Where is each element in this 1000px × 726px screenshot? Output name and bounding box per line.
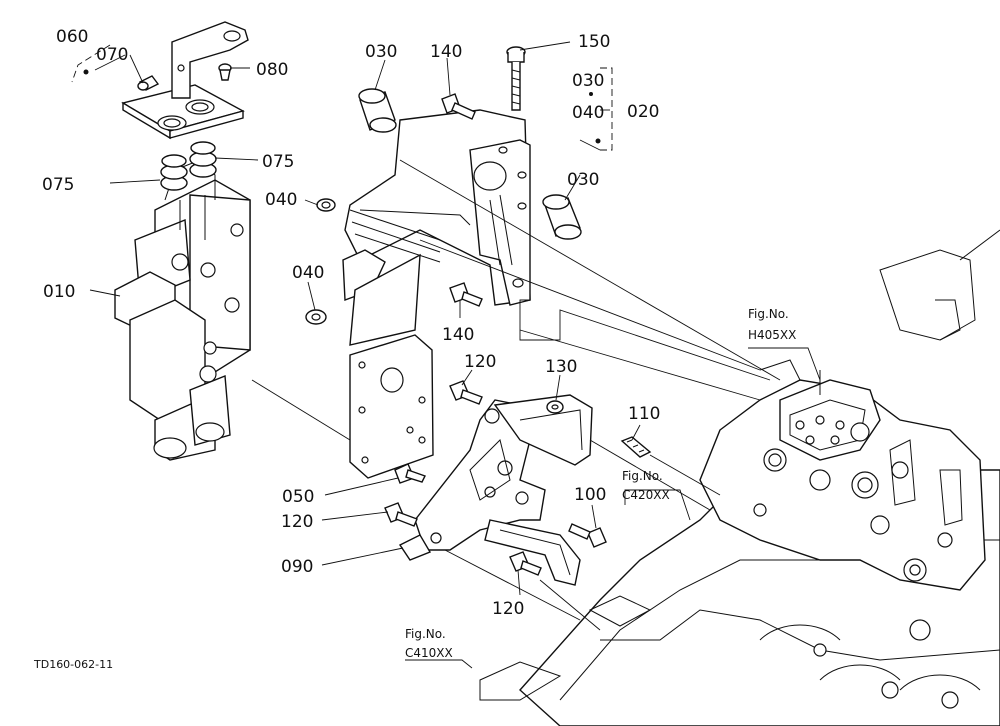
set-bracket-060 <box>71 44 111 83</box>
callout-070: 070 <box>96 45 128 65</box>
figure-ref-number: H405XX <box>748 328 796 342</box>
callout-060: 060 <box>56 27 88 47</box>
figure-ref-number: C420XX <box>622 488 670 502</box>
bolt-050 <box>394 463 426 484</box>
callout-040-set: 040 <box>572 103 604 123</box>
callout-140-lower: 140 <box>442 325 474 345</box>
valve-body-h405 <box>699 359 986 591</box>
callout-120-top: 120 <box>464 352 496 372</box>
callout-labels: 060 070 080 075 075 010 030 140 150 030 … <box>42 27 660 619</box>
figure-ref-h405: Fig.No. H405XX <box>748 307 796 342</box>
seal-075-left <box>160 154 188 191</box>
bracket-arm-lower <box>484 519 581 586</box>
bolt-120-top <box>449 380 483 405</box>
bolt-140-upper <box>441 93 476 120</box>
bracket-arm-upper <box>493 394 593 466</box>
callout-075-right: 075 <box>262 152 294 172</box>
callout-050: 050 <box>282 487 314 507</box>
collar-040-lower <box>305 309 327 325</box>
bolt-120-left <box>384 502 418 527</box>
callout-110: 110 <box>628 404 660 424</box>
bolt-100 <box>568 523 607 548</box>
assembly-lines <box>251 139 781 631</box>
bracket-090 <box>398 399 546 561</box>
collar-040-upper <box>316 198 336 212</box>
callout-020: 020 <box>627 102 659 122</box>
bracket-020 <box>342 109 531 346</box>
callout-075-left: 075 <box>42 175 74 195</box>
plate-060 <box>121 21 249 140</box>
figure-ref-c420: Fig.No. C420XX <box>622 469 670 502</box>
drawing-code: TD160-062-11 <box>33 658 113 671</box>
control-valve-010 <box>114 159 251 461</box>
bolt-150 <box>506 46 526 111</box>
callout-140-upper: 140 <box>430 42 462 62</box>
figure-ref-label: Fig.No. <box>622 469 663 483</box>
callout-090: 090 <box>281 557 313 577</box>
callout-040-upper: 040 <box>265 190 297 210</box>
figure-ref-label: Fig.No. <box>405 627 446 641</box>
callout-030-right: 030 <box>567 170 599 190</box>
callout-030-left: 030 <box>365 42 397 62</box>
pin-070 <box>137 75 160 91</box>
bushing-030-right <box>542 194 582 240</box>
callout-100: 100 <box>574 485 606 505</box>
stud-110 <box>620 436 652 458</box>
callout-120-left: 120 <box>281 512 313 532</box>
figure-ref-c410: Fig.No. C410XX <box>405 627 453 660</box>
callout-120-bottom: 120 <box>492 599 524 619</box>
leader-lines <box>89 41 821 669</box>
callout-040-lower: 040 <box>292 263 324 283</box>
figure-ref-number: C410XX <box>405 646 453 660</box>
callout-150: 150 <box>578 32 610 52</box>
callout-130: 130 <box>545 357 577 377</box>
figure-ref-label: Fig.No. <box>748 307 789 321</box>
seal-075-right <box>189 141 217 178</box>
bolt-120-bottom <box>509 551 542 576</box>
mounting-plate-050 <box>349 334 434 479</box>
bushing-030-left <box>358 88 397 133</box>
washer-130 <box>546 400 564 414</box>
screw-080 <box>218 63 232 81</box>
set-bracket-020 <box>589 67 613 151</box>
bolt-140-lower <box>449 282 483 307</box>
callout-030-set: 030 <box>572 71 604 91</box>
callout-010: 010 <box>43 282 75 302</box>
callout-080: 080 <box>256 60 288 80</box>
